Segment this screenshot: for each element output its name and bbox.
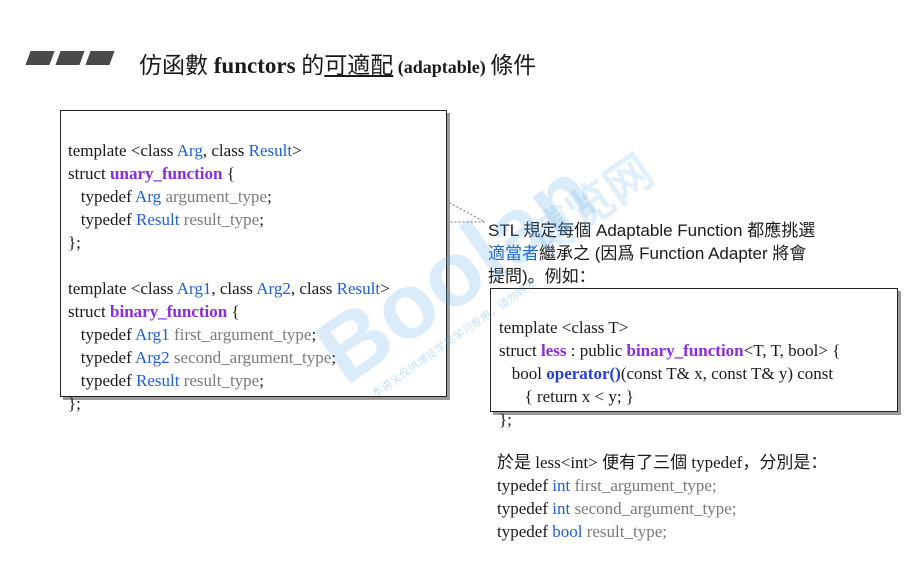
code-member: first_argument_type; [570, 476, 717, 495]
note-line-2-rest: 繼承之 (因爲 Function Adapter 將會 [539, 244, 807, 263]
code-box-less: template <class T> struct less : public b… [490, 288, 898, 429]
code-type: Arg [176, 141, 203, 160]
result-row: typedef int first_argument_type; [497, 474, 827, 497]
code-member: second_argument_type; [570, 499, 737, 518]
code-text: struct [68, 164, 111, 183]
note-line-2: 適當者繼承之 (因爲 Function Adapter 將會 [488, 242, 815, 265]
code-text: typedef [68, 187, 136, 206]
code-text: > [380, 279, 390, 298]
code-text: > [292, 141, 302, 160]
result-row: typedef bool result_type; [497, 520, 827, 543]
code-type: int [552, 476, 571, 495]
code-text: , class [211, 279, 257, 298]
title-prefix: 仿函數 [139, 53, 214, 78]
code-base-name: binary_function [626, 341, 744, 360]
code-text: typedef [68, 325, 136, 344]
note-highlight: 適當者 [488, 244, 539, 263]
code-box-functions: template <class Arg, class Result>struct… [60, 110, 447, 413]
code-type: Arg2 [135, 348, 170, 367]
code-line: template <class Arg1, class Arg2, class … [68, 277, 390, 300]
code-text: ; [259, 210, 264, 229]
code-text: <T, T, bool> { [743, 341, 841, 360]
code-line [68, 254, 390, 277]
code-type: int [552, 499, 571, 518]
note-line-1: STL 規定每個 Adaptable Function 都應挑選 [488, 221, 816, 240]
code-text: template <class [68, 141, 177, 160]
code-text: (const T& x, const T& y) const [620, 364, 834, 383]
code-line: template <class Arg, class Result> [68, 139, 390, 162]
title-bar-1 [25, 51, 55, 65]
title-suffix: 條件 [490, 53, 537, 78]
stl-note: STL 規定每個 Adaptable Function 都應挑選適當者繼承之 (… [488, 196, 815, 311]
code-type: Result [135, 371, 180, 390]
title-bar-2 [55, 51, 85, 65]
code-struct-name: unary_function [110, 164, 223, 183]
code-text: ; [259, 371, 264, 390]
code-text: template <class [68, 279, 177, 298]
code-text: struct [499, 341, 542, 360]
code-text: typedef [497, 499, 553, 518]
code-line: bool operator()(const T& x, const T& y) … [499, 362, 840, 385]
code-text: typedef [497, 476, 553, 495]
page-title: 仿函數 functors 的可適配 (adaptable) 條件 [139, 46, 536, 80]
code-member: argument_type [165, 187, 268, 206]
code-text: , class [202, 141, 249, 160]
code-type: Arg [135, 187, 162, 206]
code-operator: operator() [546, 364, 621, 383]
code-member: second_argument_type [173, 348, 332, 367]
title-paren: (adaptable) [393, 57, 491, 77]
code-text: bool [499, 364, 547, 383]
code-line: template <class T> [499, 318, 629, 337]
title-mid: 的 [295, 53, 325, 78]
code-type: Arg1 [135, 325, 170, 344]
code-text: typedef [68, 371, 136, 390]
code-text: , class [290, 279, 337, 298]
code-text: typedef [68, 348, 136, 367]
code-line: typedef Arg2 second_argument_type; [68, 346, 390, 369]
code-member: result_type [183, 210, 260, 229]
title-bar-3 [85, 51, 115, 65]
code-text: typedef [497, 522, 553, 541]
code-type: Arg2 [256, 279, 291, 298]
code-text: }; [68, 394, 81, 413]
code-type: Arg1 [176, 279, 212, 298]
result-text: 於是 less<int> 便有了三個 typedef，分別是： typedef i… [497, 428, 827, 566]
code-line: }; [68, 392, 390, 415]
code-text: ; [331, 348, 337, 367]
code-text: { [227, 302, 240, 321]
code-line: struct unary_function { [68, 162, 390, 185]
code-line: typedef Arg argument_type; [68, 185, 390, 208]
code-text: typedef [68, 210, 136, 229]
code-line: }; [68, 231, 390, 254]
code-struct-name: less [541, 341, 567, 360]
code-line: struct less : public binary_function<T, … [499, 339, 840, 362]
code-text: ; [311, 325, 317, 344]
code-member: first_argument_type [173, 325, 312, 344]
code-type: Result [248, 141, 293, 160]
title-underline: 可適配 [324, 53, 394, 78]
code-text: ; [267, 187, 272, 206]
code-text: { [222, 164, 235, 183]
code-type: bool [552, 522, 583, 541]
code-line: { return x < y; } [499, 387, 634, 406]
code-struct-name: binary_function [110, 302, 228, 321]
code-type: Result [135, 210, 180, 229]
code-text: }; [68, 233, 81, 252]
code-block-1: template <class Arg, class Result>struct… [68, 116, 390, 461]
code-member: result_type [183, 371, 260, 390]
code-line: typedef Result result_type; [68, 208, 390, 231]
code-text: : public [566, 341, 627, 360]
code-member: result_type; [582, 522, 667, 541]
code-block-2: template <class T> struct less : public b… [499, 293, 840, 477]
code-line: typedef Result result_type; [68, 369, 390, 392]
code-line: }; [499, 410, 512, 429]
result-line-1: 於是 less<int> 便有了三個 typedef，分別是： [497, 453, 828, 472]
note-line-3: 提問)。例如： [488, 267, 596, 286]
code-text: struct [68, 302, 111, 321]
title-bold: functors [213, 53, 296, 78]
result-row: typedef int second_argument_type; [497, 497, 827, 520]
code-type: Result [336, 279, 381, 298]
code-line: typedef Arg1 first_argument_type; [68, 323, 390, 346]
code-line: struct binary_function { [68, 300, 390, 323]
